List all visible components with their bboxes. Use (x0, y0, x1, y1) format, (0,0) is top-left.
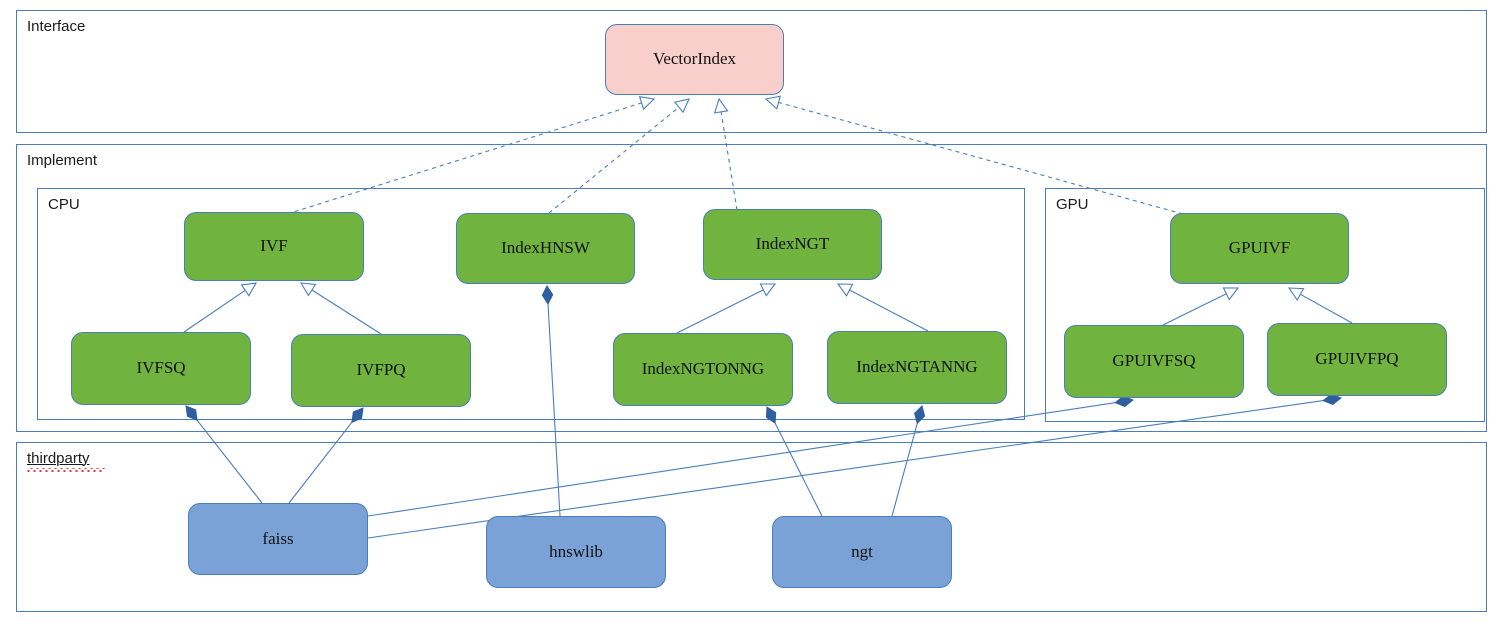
node-label-gpuivfpq: GPUIVFPQ (1315, 349, 1399, 369)
node-label-ivfpq: IVFPQ (356, 360, 406, 380)
group-label-gpu: GPU (1056, 196, 1089, 213)
group-label-thirdparty: thirdparty (27, 450, 90, 467)
node-label-hnswlib: hnswlib (549, 541, 603, 561)
node-label-faiss: faiss (262, 528, 294, 548)
group-label-interface: Interface (27, 18, 86, 35)
node-label-indexngtonng: IndexNGTONNG (641, 359, 765, 379)
node-label-indexhnsw: IndexHNSW (501, 238, 590, 258)
node-indexngtanng[interactable]: IndexNGTANNG (827, 331, 1007, 404)
node-label-ivf: IVF (260, 236, 288, 256)
node-gpuivf[interactable]: GPUIVF (1170, 213, 1349, 284)
node-label-vectorindex: VectorIndex (652, 49, 737, 69)
node-indexngtonng[interactable]: IndexNGTONNG (613, 333, 793, 406)
node-faiss[interactable]: faiss (188, 503, 368, 575)
node-indexngt[interactable]: IndexNGT (703, 209, 882, 280)
node-label-indexngt: IndexNGT (755, 234, 830, 254)
node-label-ivfsq: IVFSQ (136, 358, 186, 378)
group-interface: Interface (16, 10, 1487, 133)
group-label-cpu: CPU (48, 196, 80, 213)
group-label-implement: Implement (27, 152, 98, 169)
node-label-indexngtanng: IndexNGTANNG (856, 357, 978, 377)
node-ivf[interactable]: IVF (184, 212, 364, 281)
node-label-gpuivf: GPUIVF (1228, 238, 1291, 258)
node-ivfsq[interactable]: IVFSQ (71, 332, 251, 405)
node-hnswlib[interactable]: hnswlib (486, 516, 666, 588)
spellcheck-underline-icon (27, 468, 105, 472)
node-indexhnsw[interactable]: IndexHNSW (456, 213, 635, 284)
node-label-gpuivfsq: GPUIVFSQ (1112, 351, 1196, 371)
node-ngt[interactable]: ngt (772, 516, 952, 588)
node-gpuivfpq[interactable]: GPUIVFPQ (1267, 323, 1447, 396)
node-vectorindex[interactable]: VectorIndex (605, 24, 784, 95)
node-ivfpq[interactable]: IVFPQ (291, 334, 471, 407)
node-label-ngt: ngt (851, 541, 873, 561)
node-gpuivfsq[interactable]: GPUIVFSQ (1064, 325, 1244, 398)
